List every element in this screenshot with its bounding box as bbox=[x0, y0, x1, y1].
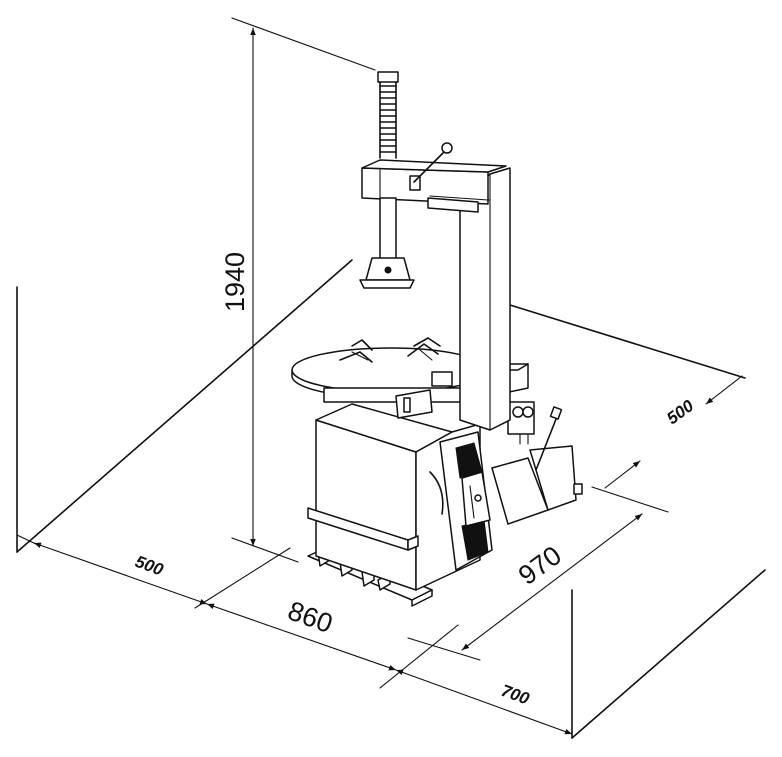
mount-head-tool bbox=[359, 279, 415, 289]
bead-breaker-lever bbox=[535, 413, 559, 471]
turntable bbox=[291, 337, 489, 419]
side-handle bbox=[429, 471, 444, 515]
width-dimension-line bbox=[206, 603, 397, 671]
column bbox=[459, 167, 511, 431]
width-label: 860 bbox=[284, 595, 337, 639]
clearance-right-arrow-lower bbox=[604, 460, 641, 489]
tire-changer-machine bbox=[291, 71, 583, 607]
height-label: 1940 bbox=[220, 252, 250, 312]
front-chain-tick-2 bbox=[379, 624, 459, 689]
dimension-height: 1940 bbox=[220, 17, 376, 563]
bead-breaker bbox=[439, 406, 583, 571]
clearance-right-arrow-upper bbox=[705, 375, 743, 405]
arm-top bbox=[361, 159, 507, 173]
right-floor-edge bbox=[571, 569, 766, 739]
height-top-extension bbox=[231, 17, 376, 71]
air-valves bbox=[507, 401, 535, 445]
clearance-front-dimension-line bbox=[395, 669, 573, 735]
depth-dimension-line bbox=[461, 513, 643, 651]
horizontal-arm bbox=[361, 142, 507, 213]
depth-label: 970 bbox=[513, 540, 567, 591]
height-bottom-extension bbox=[231, 537, 299, 563]
front-chain-tick-1 bbox=[194, 547, 291, 609]
arm-lock-lever bbox=[413, 151, 445, 183]
jaw-left bbox=[339, 351, 373, 363]
jaw-right bbox=[407, 343, 439, 357]
left-floor-edge bbox=[16, 259, 353, 553]
back-floor-edge bbox=[509, 304, 746, 379]
shaft-top-cap bbox=[377, 71, 399, 83]
clearance-left-dimension-line bbox=[33, 542, 208, 605]
clearance-left-label: 500 bbox=[133, 552, 167, 580]
arm-lock-knob bbox=[441, 142, 453, 154]
depth-front-extension bbox=[407, 637, 481, 661]
vertical-shaft bbox=[359, 71, 415, 289]
shaft-lower bbox=[379, 197, 397, 261]
shaft-spring bbox=[379, 85, 397, 153]
dimension-front-chain: 500 860 700 bbox=[16, 534, 573, 735]
depth-back-extension bbox=[591, 486, 669, 513]
clearance-front-label: 700 bbox=[499, 681, 533, 709]
clearance-right-label: 500 bbox=[663, 396, 698, 428]
bead-breaker-cylinder bbox=[529, 445, 577, 511]
